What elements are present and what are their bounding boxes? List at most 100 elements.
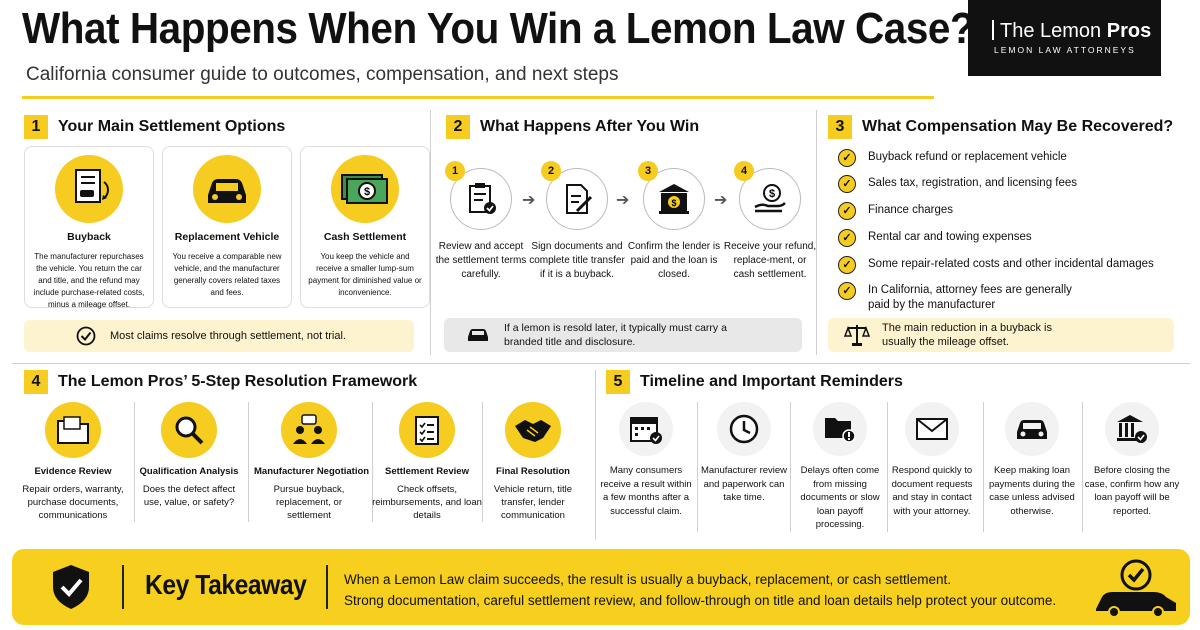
reminder-text: Keep making loan payments during the cas… [988, 465, 1076, 517]
framework-step-title: Final Resolution [496, 466, 570, 477]
check-icon: ✓ [838, 229, 856, 247]
compensation-item: ✓Buyback refund or replacement vehicle [838, 149, 1067, 167]
envelope-icon [905, 402, 959, 456]
checklist-icon [399, 402, 455, 458]
section-4-title: The Lemon Pros’ 5-Step Resolution Framew… [58, 373, 418, 390]
option-desc: The manufacturer repurchases the vehicle… [33, 252, 145, 309]
resale-note-text: If a lemon is resold later, it typically… [504, 322, 727, 348]
check-circle-icon [76, 326, 96, 346]
step-number: 4 [734, 161, 754, 181]
bank-icon: 3 $ [638, 161, 705, 230]
check-icon: ✓ [838, 175, 856, 193]
reminder-text: Delays often come from missing documents… [800, 465, 880, 530]
mileage-note-text: The main reduction in a buyback is usual… [882, 322, 1052, 348]
reminder-item: Manufacturer review and paperwork can ta… [696, 402, 792, 505]
car-icon [466, 326, 490, 344]
document-sign-icon: 2 [541, 161, 608, 230]
calendar-check-icon [619, 402, 673, 456]
option-title: Cash Settlement [323, 231, 407, 243]
takeaway-separator [122, 565, 124, 609]
compensation-item: ✓Sales tax, registration, and licensing … [838, 175, 1077, 193]
step-number: 2 [541, 161, 561, 181]
section-3-title: What Compensation May Be Recovered? [862, 118, 1174, 135]
takeaway-separator [326, 565, 328, 609]
section-5-heading: 5 Timeline and Important Reminders [606, 370, 903, 394]
section-2-title: What Happens After You Win [480, 118, 700, 135]
compensation-item: ✓Rental car and towing expenses [838, 229, 1032, 247]
section-3-number: 3 [828, 115, 852, 139]
arrow-right-icon: ➔ [522, 192, 536, 209]
clipboard-check-icon: 1 [445, 161, 512, 230]
option-card-buyback: Buyback The manufacturer repurchases the… [24, 146, 154, 309]
step-desc: Confirm the lender is paid and the loan … [627, 241, 721, 280]
divider [595, 370, 596, 540]
takeaway-line-1: When a Lemon Law claim succeeds, the res… [344, 572, 952, 587]
folder-icon [45, 402, 101, 458]
reminder-item: Respond quickly to document requests and… [884, 402, 980, 518]
reminder-item: Many consumers receive a result within a… [598, 402, 694, 518]
shield-check-icon [50, 563, 92, 611]
section-5-number: 5 [606, 370, 630, 394]
option-desc: You keep the vehicle and receive a small… [308, 252, 422, 297]
magnifier-icon [161, 402, 217, 458]
resale-note: If a lemon is resold later, it typically… [444, 318, 802, 352]
divider [887, 402, 888, 532]
takeaway-title: Key Takeaway [145, 569, 307, 600]
divider [372, 402, 373, 522]
folder-alert-icon [813, 402, 867, 456]
arrow-right-icon: ➔ [714, 192, 728, 209]
reminder-item: Delays often come from missing documents… [792, 402, 888, 532]
page-title: What Happens When You Win a Lemon Law Ca… [22, 4, 975, 53]
reminder-text: Respond quickly to document requests and… [891, 465, 973, 517]
step-number: 1 [445, 161, 465, 181]
divider [248, 402, 249, 522]
section-3-heading: 3 What Compensation May Be Recovered? [828, 115, 1173, 139]
clock-icon [717, 402, 771, 456]
framework-step: Qualification Analysis Does the defect a… [134, 402, 244, 509]
settlement-note: Most claims resolve through settlement, … [24, 320, 414, 352]
framework-step-desc: Does the defect affect use, value, or sa… [142, 484, 236, 508]
check-icon: ✓ [838, 256, 856, 274]
divider [430, 110, 431, 355]
reminder-item: Before closing the case, confirm how any… [1084, 402, 1180, 518]
framework-step-desc: Vehicle return, title transfer, lender c… [493, 484, 573, 521]
handshake-icon [505, 402, 561, 458]
settlement-note-text: Most claims resolve through settlement, … [110, 330, 346, 342]
check-icon: ✓ [838, 202, 856, 220]
compensation-item: ✓Finance charges [838, 202, 953, 220]
hand-coin-icon: 4 $ [734, 161, 801, 230]
car-icon [193, 155, 261, 223]
after-win-step: 4 $ Receive your refund, replace-ment, o… [722, 160, 818, 282]
bank-check-icon [1105, 402, 1159, 456]
framework-step-title: Manufacturer Negotiation [254, 466, 370, 477]
section-1-number: 1 [24, 115, 48, 139]
divider [816, 110, 817, 355]
svg-text:$: $ [671, 198, 676, 208]
divider [12, 363, 1190, 364]
section-4-heading: 4 The Lemon Pros’ 5-Step Resolution Fram… [24, 370, 417, 394]
divider [134, 402, 135, 522]
page-subtitle: California consumer guide to outcomes, c… [26, 64, 619, 85]
check-icon: ✓ [838, 282, 856, 300]
framework-step-desc: Pursue buyback, replacement, or settleme… [273, 484, 345, 521]
section-4-number: 4 [24, 370, 48, 394]
scales-icon [844, 323, 870, 347]
after-win-step: 3 $ Confirm the lender is paid and the l… [626, 160, 722, 282]
logo-tagline: LEMON LAW ATTORNEYS [994, 45, 1136, 55]
divider [1082, 402, 1083, 532]
divider [697, 402, 698, 532]
reminder-item: Keep making loan payments during the cas… [984, 402, 1080, 518]
option-card-replacement: Replacement Vehicle You receive a compar… [162, 146, 292, 308]
framework-step: Evidence Review Repair orders, warranty,… [18, 402, 128, 522]
reminder-text: Before closing the case, confirm how any… [1084, 465, 1180, 517]
divider [482, 402, 483, 522]
framework-step-title: Evidence Review [34, 466, 112, 477]
framework-step: Settlement Review Check offsets, reimbur… [372, 402, 482, 522]
cash-icon: $ [331, 155, 399, 223]
framework-step: Final Resolution Vehicle return, title t… [478, 402, 588, 522]
arrow-right-icon: ➔ [616, 192, 630, 209]
svg-text:$: $ [769, 188, 775, 200]
divider [790, 402, 791, 532]
logo: The Lemon Pros LEMON LAW ATTORNEYS [968, 0, 1161, 76]
